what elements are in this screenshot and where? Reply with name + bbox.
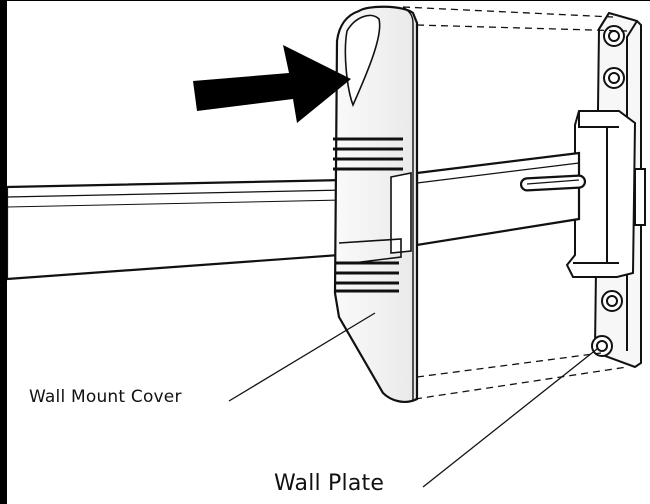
wall-plate (565, 11, 646, 369)
bolt-top-1 (603, 25, 625, 47)
rail-bar (7, 151, 587, 281)
leader-wall-plate (422, 348, 598, 488)
bolt-bottom-1 (601, 290, 623, 312)
arrow-right-icon (193, 45, 351, 123)
leader-lines (228, 312, 598, 488)
bolt-bottom-2 (591, 335, 613, 357)
cover-ribs-top (333, 137, 403, 171)
label-wall-plate: Wall Plate (274, 471, 385, 496)
wall-mount-cover (333, 5, 419, 403)
bolt-top-2 (603, 67, 625, 89)
leader-wall-mount-cover (228, 312, 376, 402)
cover-ribs-bottom (335, 261, 399, 293)
assembly-illustration (7, 5, 646, 488)
label-wall-mount-cover: Wall Mount Cover (29, 387, 182, 407)
alignment-lines (402, 6, 628, 400)
